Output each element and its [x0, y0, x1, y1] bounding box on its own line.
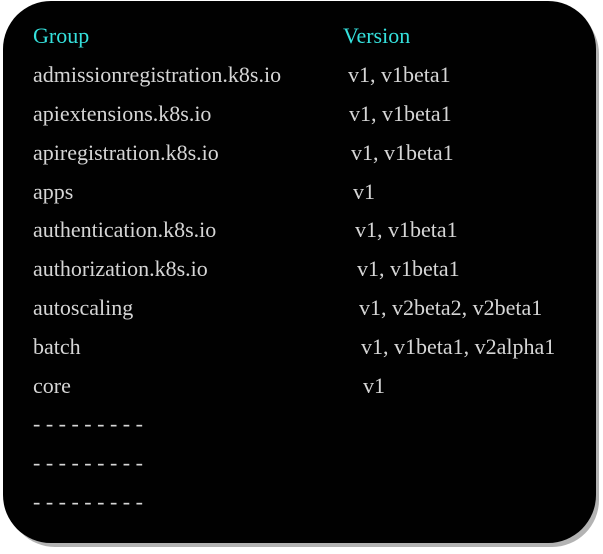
group-cell: autoscaling: [33, 294, 134, 320]
group-cell: core: [33, 372, 71, 398]
placeholder-row: - - - - - - - - -: [33, 483, 580, 522]
api-groups-table: Group Version admissionregistration.k8s.…: [33, 17, 580, 521]
table-row: apps v1: [33, 172, 580, 211]
table-row: batch v1, v1beta1, v2alpha1: [33, 327, 580, 366]
group-cell: apiregistration.k8s.io: [33, 139, 219, 165]
table-row: apiextensions.k8s.io v1, v1beta1: [33, 95, 580, 134]
placeholder-dashes: - - - - - - - - -: [33, 411, 143, 437]
table-row: apiregistration.k8s.io v1, v1beta1: [33, 133, 580, 172]
table-header-row: Group Version: [33, 17, 580, 56]
version-cell: v1, v1beta1: [348, 62, 451, 88]
version-cell: v1, v1beta1: [357, 256, 460, 282]
version-cell: v1, v1beta1: [349, 100, 452, 126]
version-cell: v1, v1beta1: [351, 139, 454, 165]
placeholder-dashes: - - - - - - - - -: [33, 488, 143, 514]
version-cell: v1, v2beta2, v2beta1: [359, 294, 543, 320]
group-cell: batch: [33, 333, 81, 359]
api-groups-panel: Group Version admissionregistration.k8s.…: [3, 1, 596, 543]
table-row: admissionregistration.k8s.io v1, v1beta1: [33, 56, 580, 95]
group-cell: authorization.k8s.io: [33, 256, 208, 282]
table-row: core v1: [33, 366, 580, 405]
placeholder-dashes: - - - - - - - - -: [33, 450, 143, 476]
group-cell: authentication.k8s.io: [33, 217, 217, 243]
version-cell: v1, v1beta1, v2alpha1: [361, 333, 556, 359]
group-cell: apps: [33, 178, 74, 204]
placeholder-row: - - - - - - - - -: [33, 405, 580, 444]
version-cell: v1: [363, 372, 385, 398]
placeholder-row: - - - - - - - - -: [33, 444, 580, 483]
table-row: authentication.k8s.io v1, v1beta1: [33, 211, 580, 250]
table-row: autoscaling v1, v2beta2, v2beta1: [33, 289, 580, 328]
column-header-group: Group: [33, 23, 90, 49]
version-cell: v1: [353, 178, 375, 204]
version-cell: v1, v1beta1: [355, 217, 458, 243]
group-cell: admissionregistration.k8s.io: [33, 62, 282, 88]
group-cell: apiextensions.k8s.io: [33, 100, 212, 126]
table-row: authorization.k8s.io v1, v1beta1: [33, 250, 580, 289]
column-header-version: Version: [343, 23, 411, 49]
